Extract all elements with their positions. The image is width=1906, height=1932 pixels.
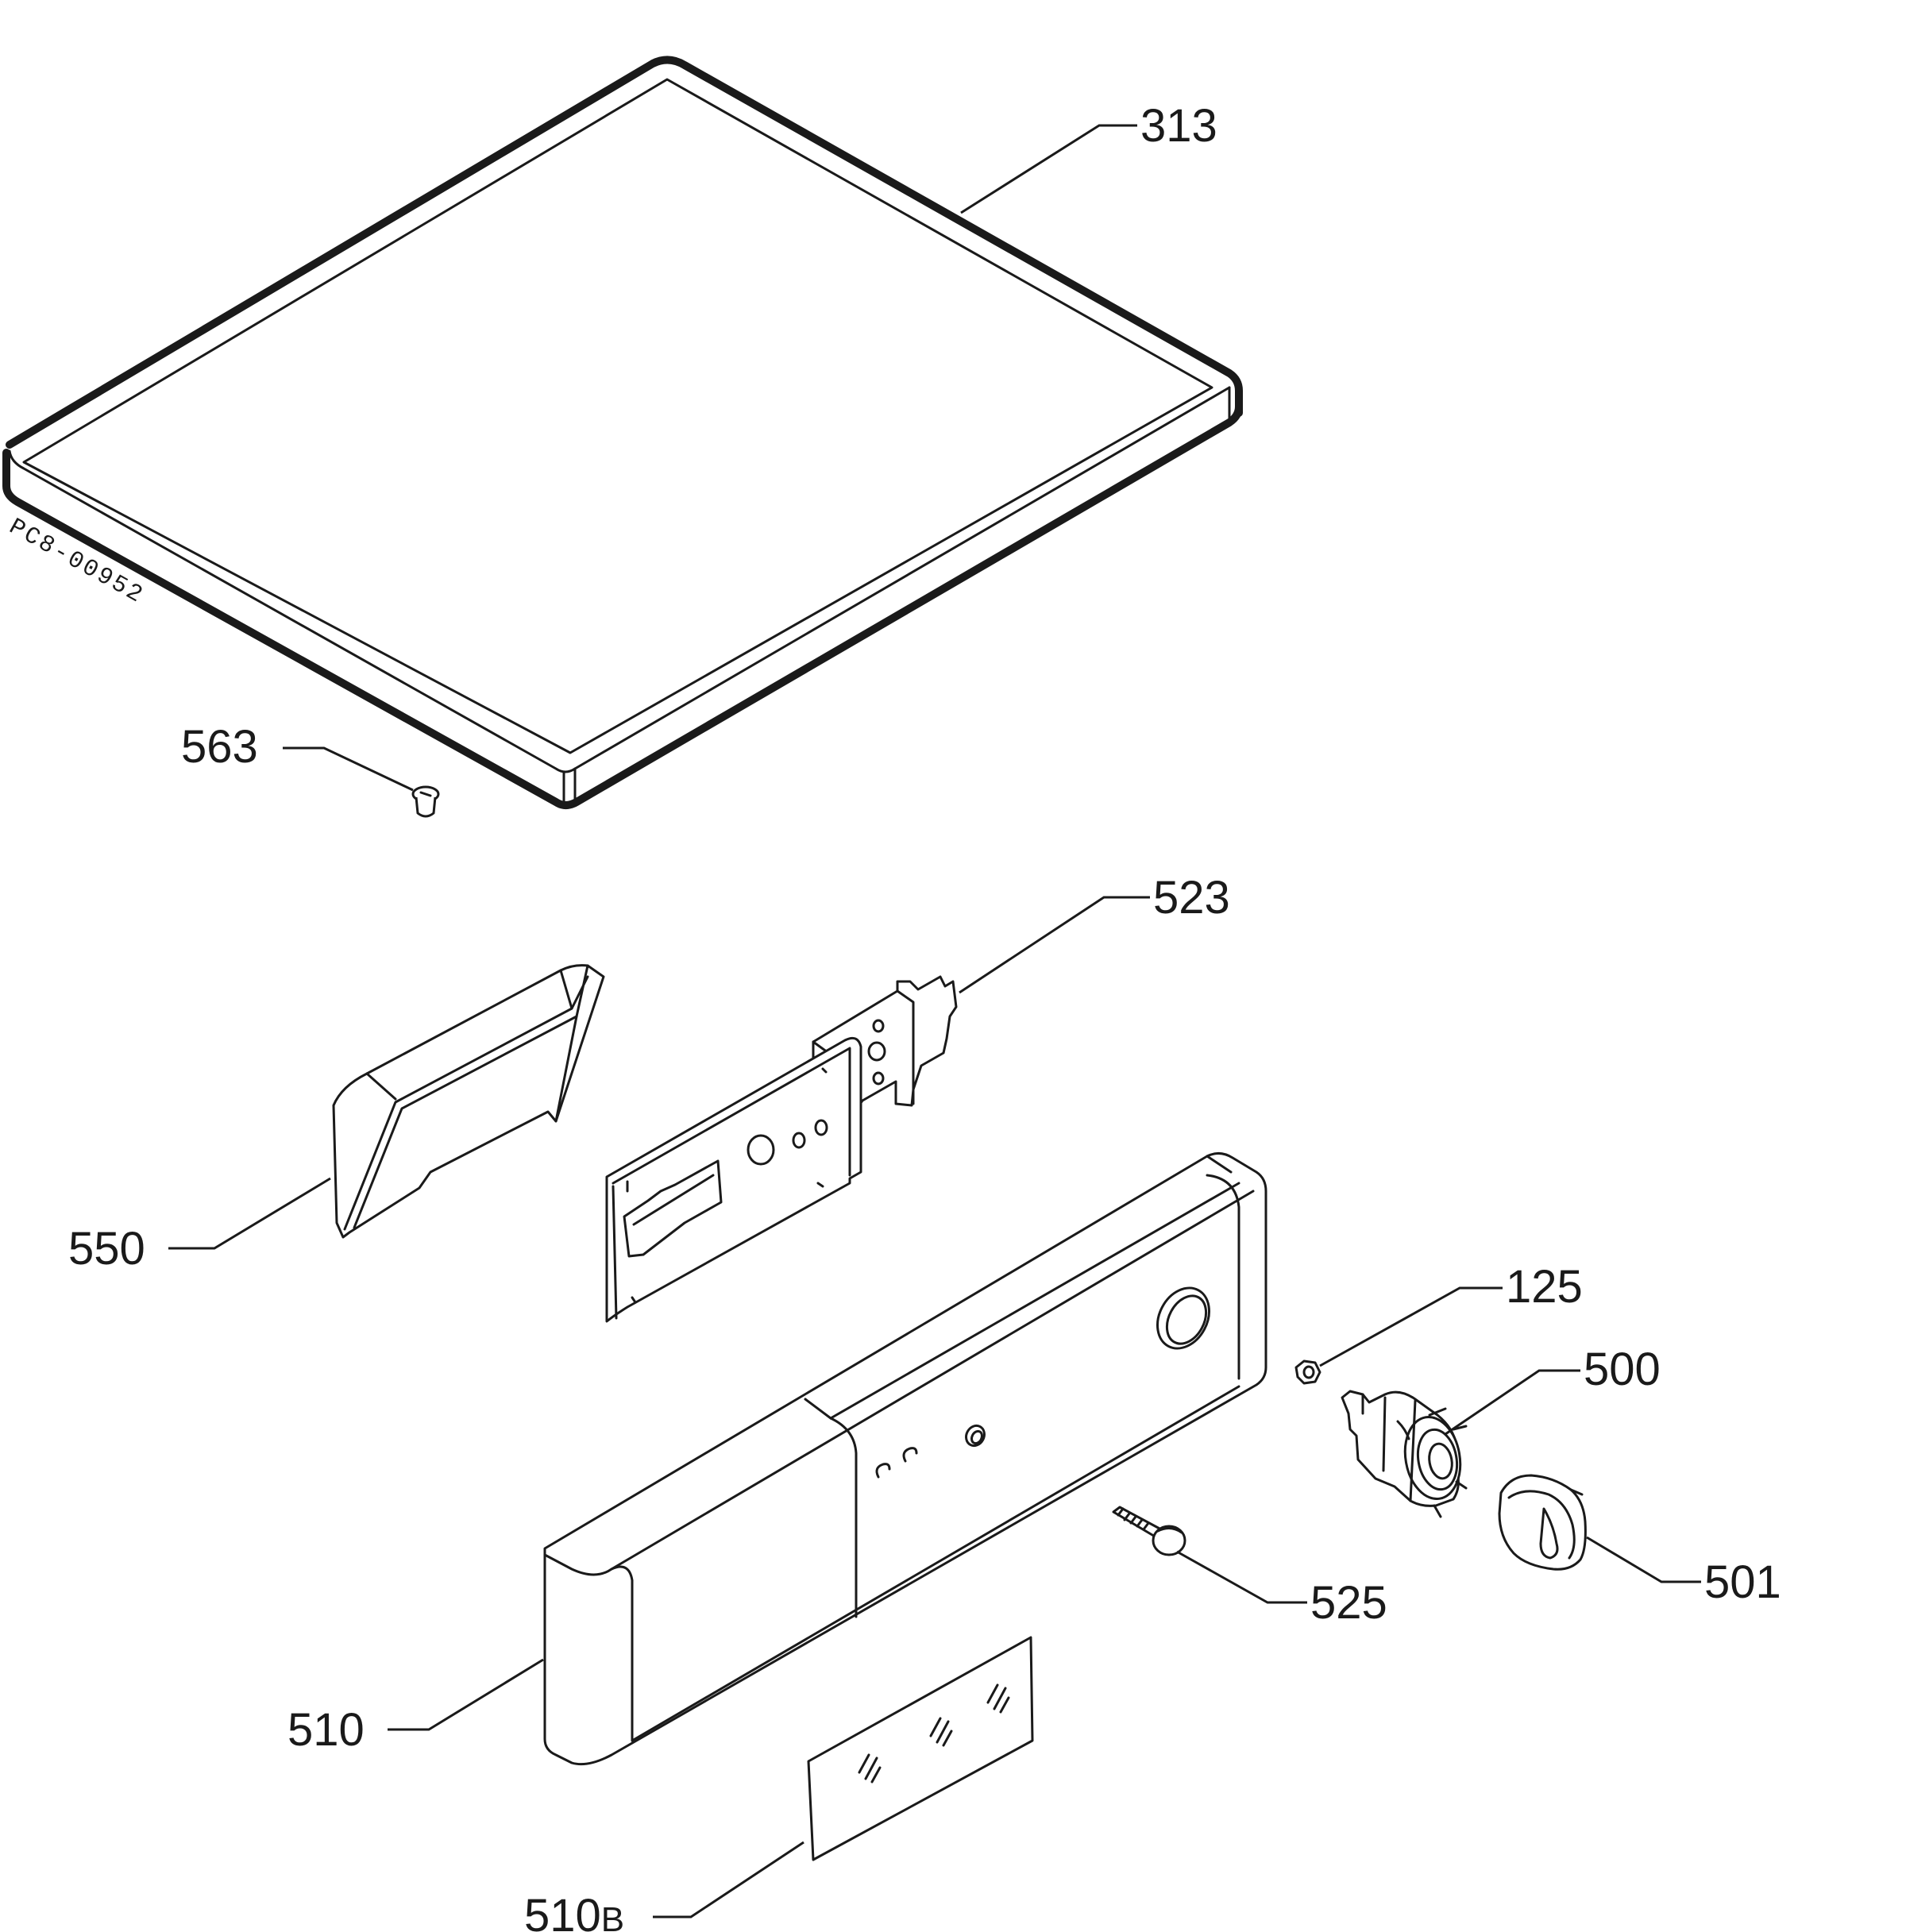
leader-510 [388,1658,544,1731]
label-563: 563 [181,721,258,773]
leader-550 [168,1177,331,1250]
part-563-screw [411,785,440,818]
part-500-selector-switch [1341,1390,1468,1518]
label-313: 313 [1140,100,1217,152]
label-500: 500 [1584,1344,1661,1395]
label-510b: 510B [524,1890,624,1932]
leader-125 [1319,1286,1503,1367]
label-523: 523 [1153,872,1230,924]
label-510: 510 [287,1704,365,1756]
label-510b-number: 510 [524,1890,601,1932]
part-510-control-panel [543,1152,1267,1766]
label-501: 501 [1704,1556,1781,1608]
part-523-control-bracket [605,975,958,1323]
leader-510b [653,1841,804,1919]
leader-563 [283,746,414,792]
leader-523 [959,896,1150,994]
label-550: 550 [68,1223,145,1275]
part-125-nut [1294,1359,1321,1385]
label-525: 525 [1310,1577,1387,1629]
part-313-top-cover [2,56,1243,809]
leader-525 [1176,1550,1307,1604]
label-125: 125 [1506,1261,1583,1313]
part-525-push-button [1112,1506,1186,1556]
label-510b-suffix: B [601,1900,624,1932]
leader-500 [1445,1369,1580,1436]
part-550-detergent-drawer [332,964,605,1239]
leader-501 [1586,1536,1701,1583]
part-501-control-knob [1498,1474,1587,1571]
part-510b-display-lens [807,1636,1034,1861]
leader-313 [960,124,1137,214]
